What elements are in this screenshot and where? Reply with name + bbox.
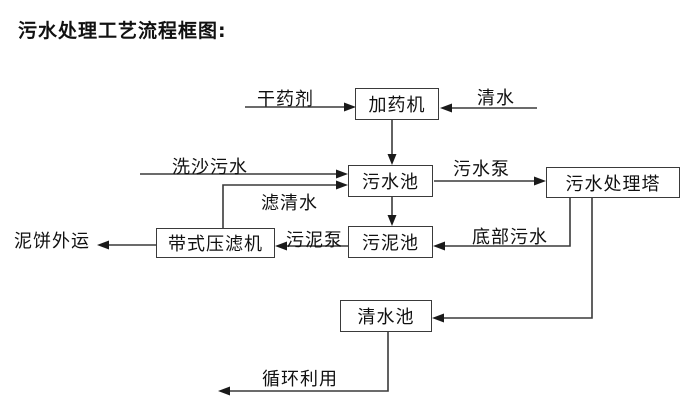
node-treatment-tower: 污水处理塔 <box>546 167 680 198</box>
arrow-down-icon <box>387 215 397 226</box>
arrow-right-icon <box>344 102 356 112</box>
flow-label-sewage-pump: 污水泵 <box>453 159 510 180</box>
flow-label-bottom-sewage: 底部污水 <box>472 227 548 248</box>
page-title: 污水处理工艺流程框图: <box>18 20 227 42</box>
connector-tower-to-clean <box>443 198 593 319</box>
node-clean-water-pool: 清水池 <box>340 300 432 332</box>
arrow-left-icon <box>218 386 230 396</box>
connector-filtered-water <box>222 184 337 228</box>
connector-bottom-sewage <box>444 198 571 247</box>
arrow-left-icon <box>97 240 109 250</box>
arrow-right-icon <box>534 176 546 186</box>
node-sludge-pool: 污泥池 <box>348 226 433 258</box>
arrow-left-icon <box>432 313 444 323</box>
node-dosing-machine: 加药机 <box>355 88 439 120</box>
node-belt-filter-press: 带式压滤机 <box>156 228 275 258</box>
flow-label-mud-cake-out: 泥饼外运 <box>14 231 90 252</box>
arrow-left-icon <box>275 241 287 251</box>
node-sewage-pool: 污水池 <box>348 165 433 197</box>
connector-recycle <box>229 332 389 392</box>
arrow-down-icon <box>387 154 397 165</box>
flow-label-clean-water: 清水 <box>477 88 515 109</box>
flow-label-sand-washing-sewage: 洗沙污水 <box>172 157 248 178</box>
arrow-left-icon <box>440 103 452 113</box>
flow-label-filtered-water: 滤清水 <box>261 193 318 214</box>
flow-label-sludge-pump: 污泥泵 <box>286 230 343 251</box>
arrow-right-icon <box>336 169 348 179</box>
flow-label-recycle: 循环利用 <box>262 369 338 390</box>
arrow-left-icon <box>433 241 445 251</box>
arrow-right-icon <box>336 180 348 190</box>
flow-label-dry-chemical: 干药剂 <box>257 89 314 110</box>
